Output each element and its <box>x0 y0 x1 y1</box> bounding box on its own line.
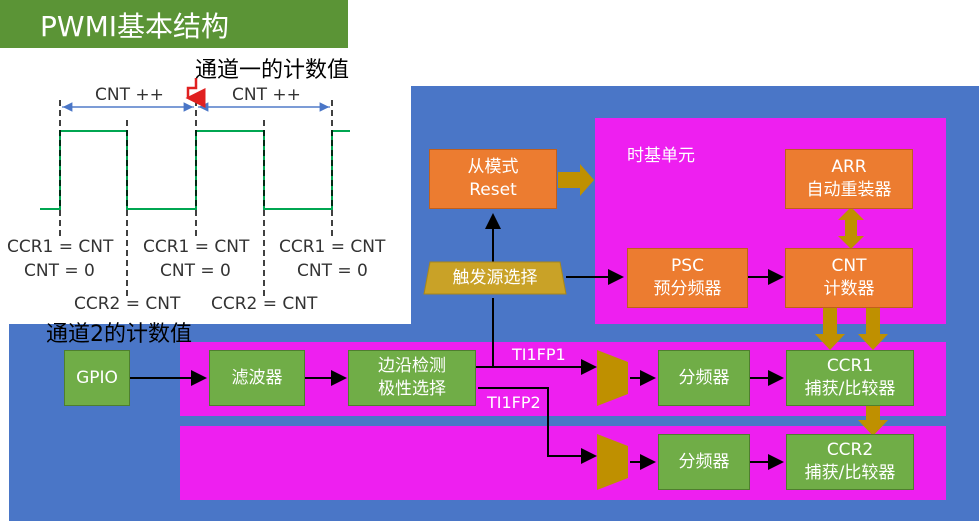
arr-block: ARR 自动重装器 <box>785 149 913 209</box>
cnt-inc-label: CNT ++ <box>232 85 301 105</box>
psc-line2: 预分频器 <box>653 279 722 299</box>
trigger-select-label: 触发源选择 <box>452 267 538 288</box>
channel1-annotation: 通道一的计数值 <box>195 58 350 83</box>
ccr2-line2: 捕获/比较器 <box>804 463 896 483</box>
mux-channel1 <box>597 350 628 406</box>
edge-detect-line1: 边沿检测 <box>378 356 446 376</box>
edge-detect-line2: 极性选择 <box>378 379 446 399</box>
mux-channel2 <box>597 434 628 490</box>
ccr1-eq-label: CCR1 = CNT <box>7 237 114 257</box>
ccr1-eq-label: CCR1 = CNT <box>279 237 386 257</box>
ccr1-line2: 捕获/比较器 <box>804 379 896 399</box>
ccr2-line1: CCR2 <box>826 440 874 460</box>
arr-line1: ARR <box>831 157 867 177</box>
edge-detect-block: 边沿检测 极性选择 <box>348 350 476 406</box>
ccr2-block: CCR2 捕获/比较器 <box>786 434 914 490</box>
psc-line1: PSC <box>671 256 704 276</box>
channel2-annotation: 通道2的计数值 <box>46 322 192 347</box>
prescaler2-block: 分频器 <box>658 434 750 490</box>
ccr1-line1: CCR1 <box>826 356 874 376</box>
cnt-line2: 计数器 <box>823 279 875 299</box>
prescaler1-label: 分频器 <box>678 367 730 388</box>
cnt-line1: CNT <box>831 256 867 276</box>
prescaler2-label: 分频器 <box>678 451 730 472</box>
filter-block: 滤波器 <box>209 350 305 406</box>
ccr1-eq-label: CCR1 = CNT <box>143 237 250 257</box>
ti1fp2-label: TI1FP2 <box>487 393 541 412</box>
ccr2-eq-label: CCR2 = CNT <box>74 294 181 314</box>
pointer-arrow <box>185 78 206 108</box>
slave-mode-block: 从模式 Reset <box>429 149 557 209</box>
slave-mode-line2: Reset <box>469 180 517 200</box>
cnt-zero-label: CNT = 0 <box>297 261 368 281</box>
time-base-title: 时基单元 <box>627 146 695 166</box>
gpio-block: GPIO <box>64 350 130 406</box>
cnt-zero-label: CNT = 0 <box>160 261 231 281</box>
slave-mode-line1: 从模式 <box>467 157 519 177</box>
filter-label: 滤波器 <box>231 367 283 388</box>
ccr1-block: CCR1 捕获/比较器 <box>786 350 914 406</box>
cnt-block: CNT 计数器 <box>785 248 913 308</box>
cnt-inc-label: CNT ++ <box>95 85 164 105</box>
ti1fp1-label: TI1FP1 <box>512 345 566 364</box>
ccr2-eq-label: CCR2 = CNT <box>211 294 318 314</box>
arr-line2: 自动重装器 <box>806 180 892 200</box>
trigger-select-block: 触发源选择 <box>430 262 560 294</box>
prescaler1-block: 分频器 <box>658 350 750 406</box>
cnt-zero-label: CNT = 0 <box>24 261 95 281</box>
psc-block: PSC 预分频器 <box>627 248 748 308</box>
title-bar: PWMI基本结构 <box>0 0 348 48</box>
slave-to-timebase-arrow <box>558 164 594 196</box>
gpio-label: GPIO <box>76 367 118 388</box>
arr-cnt-arrow <box>838 207 864 249</box>
page-title: PWMI基本结构 <box>40 10 229 43</box>
